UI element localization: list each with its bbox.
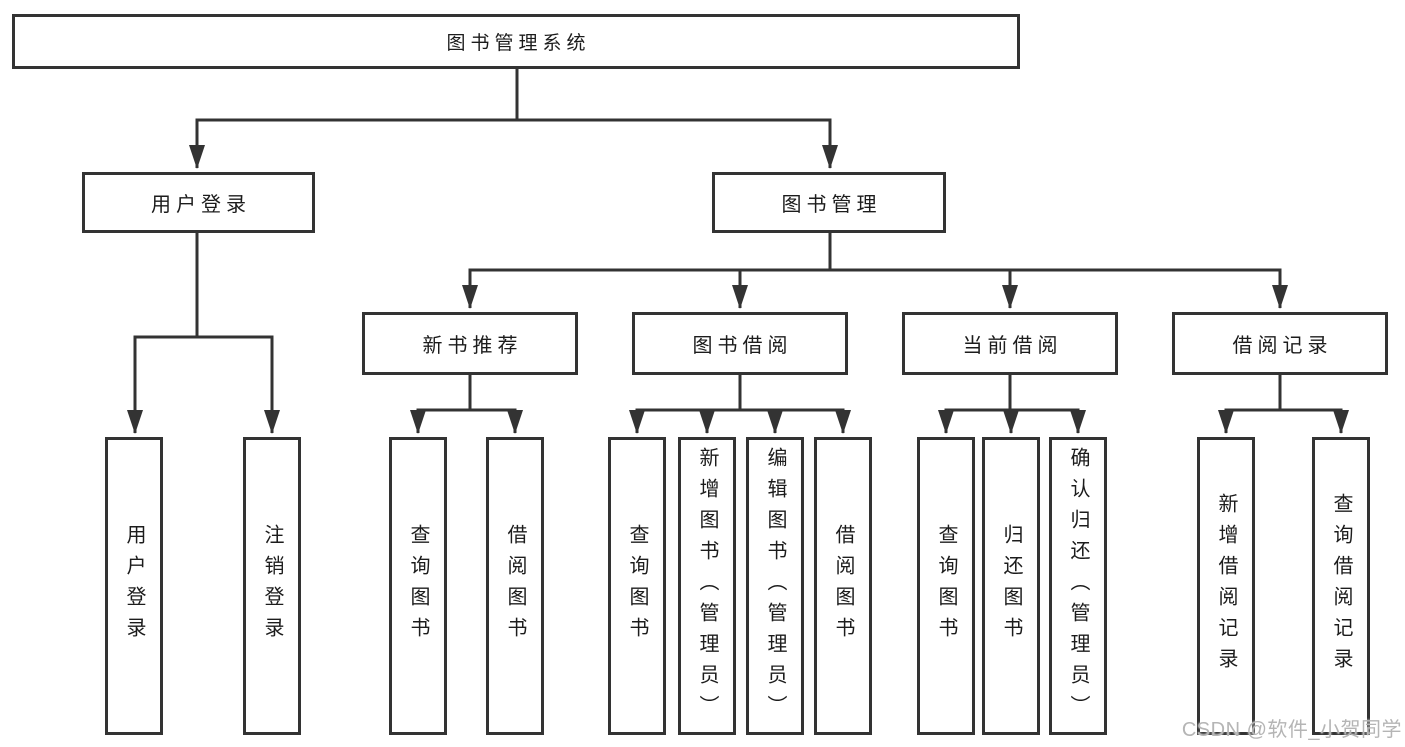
wires-current-borrow xyxy=(938,375,1086,434)
leaf-borrow-add-books-admin-label: 新增图书（管理员） xyxy=(696,446,718,726)
node-book-management: 图书管理 xyxy=(712,172,946,233)
wires-user-login xyxy=(127,233,280,434)
leaf-borrow-add-books-admin: 新增图书（管理员） xyxy=(678,437,736,735)
leaf-logout: 注销登录 xyxy=(243,437,301,735)
leaf-current-confirm-return-admin-label: 确认归还（管理员） xyxy=(1067,446,1089,726)
node-user-login-label: 用户登录 xyxy=(151,194,251,216)
node-current-borrow: 当前借阅 xyxy=(902,312,1118,375)
node-book-management-label: 图书管理 xyxy=(781,194,882,216)
node-book-borrow: 图书借阅 xyxy=(632,312,848,375)
leaf-user-login: 用户登录 xyxy=(105,437,163,735)
leaf-current-return-books: 归还图书 xyxy=(982,437,1040,735)
wires-book-management xyxy=(462,233,1288,309)
leaf-current-return-books-label: 归还图书 xyxy=(1000,524,1022,648)
node-borrow-record-label: 借阅记录 xyxy=(1232,335,1333,357)
leaf-current-query-books-label: 查询图书 xyxy=(935,524,957,648)
leaf-newrec-query-books-label: 查询图书 xyxy=(407,524,429,648)
leaf-borrow-query-books: 查询图书 xyxy=(608,437,666,735)
wires-borrow-record xyxy=(1218,375,1349,434)
node-new-book-recommend-label: 新书推荐 xyxy=(422,335,523,357)
node-book-borrow-label: 图书借阅 xyxy=(692,335,793,357)
leaf-record-query-borrow-record-label: 查询借阅记录 xyxy=(1330,493,1352,679)
node-borrow-record: 借阅记录 xyxy=(1172,312,1388,375)
leaf-newrec-query-books: 查询图书 xyxy=(389,437,447,735)
leaf-newrec-borrow-books: 借阅图书 xyxy=(486,437,544,735)
node-new-book-recommend: 新书推荐 xyxy=(362,312,578,375)
wires-book-borrow xyxy=(629,375,851,434)
leaf-user-login-label: 用户登录 xyxy=(123,524,145,648)
leaf-logout-label: 注销登录 xyxy=(261,524,283,648)
leaf-borrow-borrow-books-label: 借阅图书 xyxy=(832,524,854,648)
wires-root xyxy=(189,69,838,169)
leaf-current-confirm-return-admin: 确认归还（管理员） xyxy=(1049,437,1107,735)
node-root-library-system: 图书管理系统 xyxy=(12,14,1020,69)
wires-new-book-recommend xyxy=(410,375,523,434)
csdn-watermark: CSDN @软件_小贺同学 xyxy=(1181,719,1402,741)
leaf-record-add-borrow-record: 新增借阅记录 xyxy=(1197,437,1255,735)
node-current-borrow-label: 当前借阅 xyxy=(962,335,1063,357)
leaf-newrec-borrow-books-label: 借阅图书 xyxy=(504,524,526,648)
node-user-login: 用户登录 xyxy=(82,172,315,233)
leaf-record-query-borrow-record: 查询借阅记录 xyxy=(1312,437,1370,735)
leaf-record-add-borrow-record-label: 新增借阅记录 xyxy=(1215,493,1237,679)
leaf-borrow-edit-books-admin-label: 编辑图书（管理员） xyxy=(764,446,786,726)
leaf-borrow-edit-books-admin: 编辑图书（管理员） xyxy=(746,437,804,735)
leaf-borrow-borrow-books: 借阅图书 xyxy=(814,437,872,735)
leaf-borrow-query-books-label: 查询图书 xyxy=(626,524,648,648)
node-root-label: 图书管理系统 xyxy=(446,33,591,54)
leaf-current-query-books: 查询图书 xyxy=(917,437,975,735)
